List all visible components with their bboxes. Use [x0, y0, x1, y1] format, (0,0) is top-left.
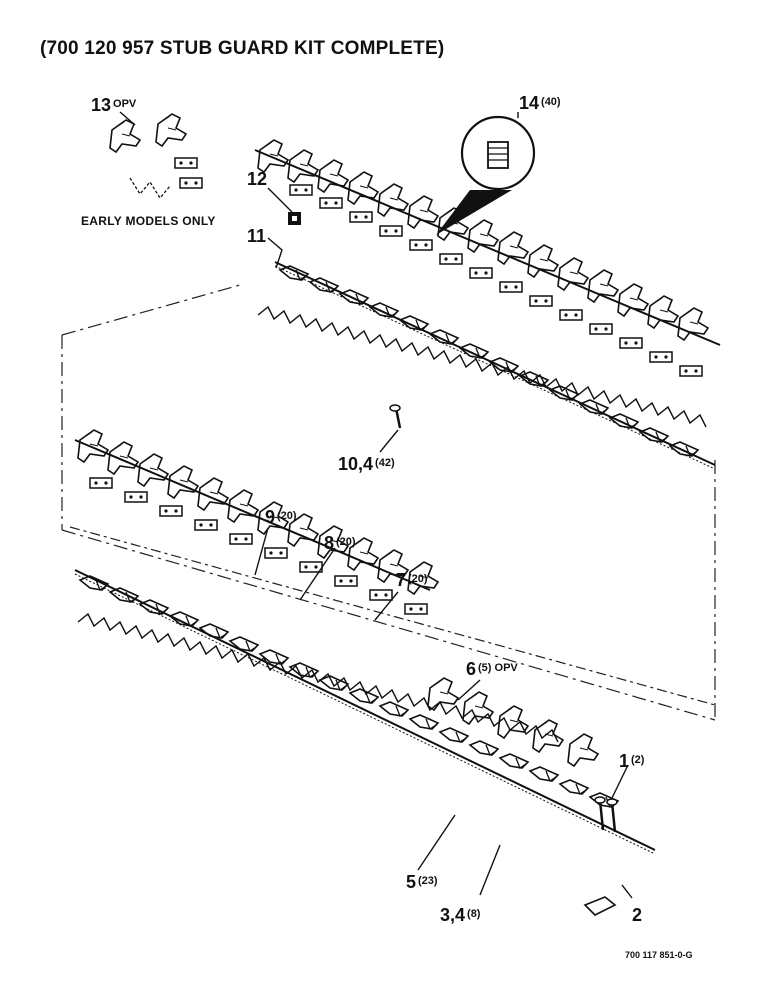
drawing-number: 700 117 851-0-G	[625, 950, 693, 960]
section-break-lines	[61, 284, 716, 721]
callout-11: 11	[247, 226, 267, 246]
middle-plate-row	[89, 477, 428, 615]
lower-sickle	[77, 612, 559, 743]
upper-plate-row	[289, 184, 703, 377]
lower-stub-row	[74, 569, 656, 855]
early-models-note: EARLY MODELS ONLY	[81, 214, 216, 228]
callout-3-4: 3,4(8)	[440, 905, 481, 925]
callout-6: 6(5) OPV	[466, 659, 518, 679]
callout-7: 7(20)	[396, 570, 428, 590]
nut-detail-bubble	[436, 115, 536, 235]
callout-2: 2	[632, 905, 643, 925]
callout-10-4: 10,4(42)	[338, 454, 395, 474]
early-models-inset	[109, 113, 203, 200]
page-title: (700 120 957 STUB GUARD KIT COMPLETE)	[40, 38, 445, 59]
bolt	[389, 404, 402, 429]
callout-9: 9(20)	[265, 507, 297, 527]
callout-14: 14(40)	[519, 93, 561, 113]
callout-12: 12	[247, 169, 268, 189]
knife-head	[583, 896, 617, 916]
upper-guard-row	[254, 139, 721, 346]
middle-guard-row	[74, 429, 439, 595]
upper-stub-row	[274, 261, 716, 470]
bolt-pair	[594, 796, 618, 833]
leader-lines	[119, 111, 633, 899]
callout-8: 8(20)	[324, 533, 356, 553]
upper-sickle	[257, 305, 707, 428]
square-nut	[288, 212, 301, 225]
callout-1: 1(2)	[619, 751, 645, 771]
callout-5: 5(23)	[406, 872, 438, 892]
